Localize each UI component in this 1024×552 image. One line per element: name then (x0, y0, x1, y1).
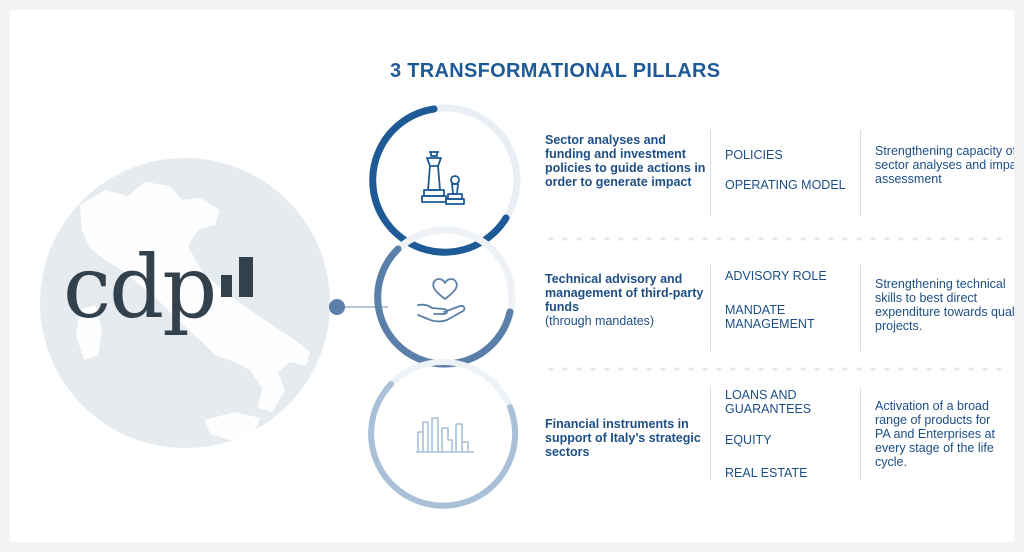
pillar-3-description-bold: Financial instruments in support of Ital… (545, 417, 701, 459)
chess-icon (421, 151, 465, 205)
pillar-2-label-advisory-role: ADVISORY ROLE (725, 269, 827, 283)
buildings-icon (416, 417, 474, 453)
content-card: 3 TRANSFORMATIONAL PILLARS cdp (10, 10, 1014, 542)
pillar-2-description-bold: Technical advisory and management of thi… (545, 272, 704, 314)
logo-text: cdp (63, 238, 217, 338)
italy-map-icon (80, 182, 310, 412)
ring-1 (369, 105, 510, 256)
heart-hand-icon (417, 278, 466, 323)
pillar-3-description: Financial instruments in support of Ital… (545, 417, 705, 459)
page-title: 3 TRANSFORMATIONAL PILLARS (390, 60, 721, 82)
divider (710, 388, 711, 480)
pillar-1-note: Strengthening capacity of sector analyse… (875, 144, 1014, 186)
cdp-logo: cdp (63, 245, 293, 375)
divider (860, 130, 861, 216)
pillar-3-label-loans-and-guarantees: LOANS AND GUARANTEES (725, 388, 812, 416)
divider (860, 265, 861, 351)
logo-bar-short (221, 275, 232, 297)
divider (860, 388, 861, 480)
pillar-2-note: Strengthening technical skills to best d… (875, 277, 1014, 333)
pillar-1-label-policies: POLICIES (725, 148, 783, 162)
pillar-2-description: Technical advisory and management of thi… (545, 272, 715, 328)
pillar-1-label-operating-model: OPERATING MODEL (725, 178, 846, 192)
sicily-icon (205, 412, 260, 440)
divider (710, 265, 711, 351)
connector-dot (329, 299, 345, 315)
pillar-2-label-mandate-management: MANDATE MANAGEMENT (725, 303, 815, 331)
logo-bar-tall (239, 257, 253, 297)
pillar-3-label-real-estate: REAL ESTATE (725, 466, 808, 480)
pillar-3-label-equity: EQUITY (725, 433, 772, 447)
ring-3 (368, 381, 519, 509)
pillar-1-description: Sector analyses and funding and investme… (545, 133, 715, 189)
ring-2 (374, 245, 514, 368)
pillar-3-note: Activation of a broad range of products … (875, 399, 995, 469)
pillar-1-description-bold: Sector analyses and funding and investme… (545, 133, 706, 189)
diagram-graphics (40, 104, 1012, 509)
divider (710, 130, 711, 216)
sardinia-icon (76, 305, 102, 360)
pillar-2-description-normal: (through mandates) (545, 314, 655, 328)
